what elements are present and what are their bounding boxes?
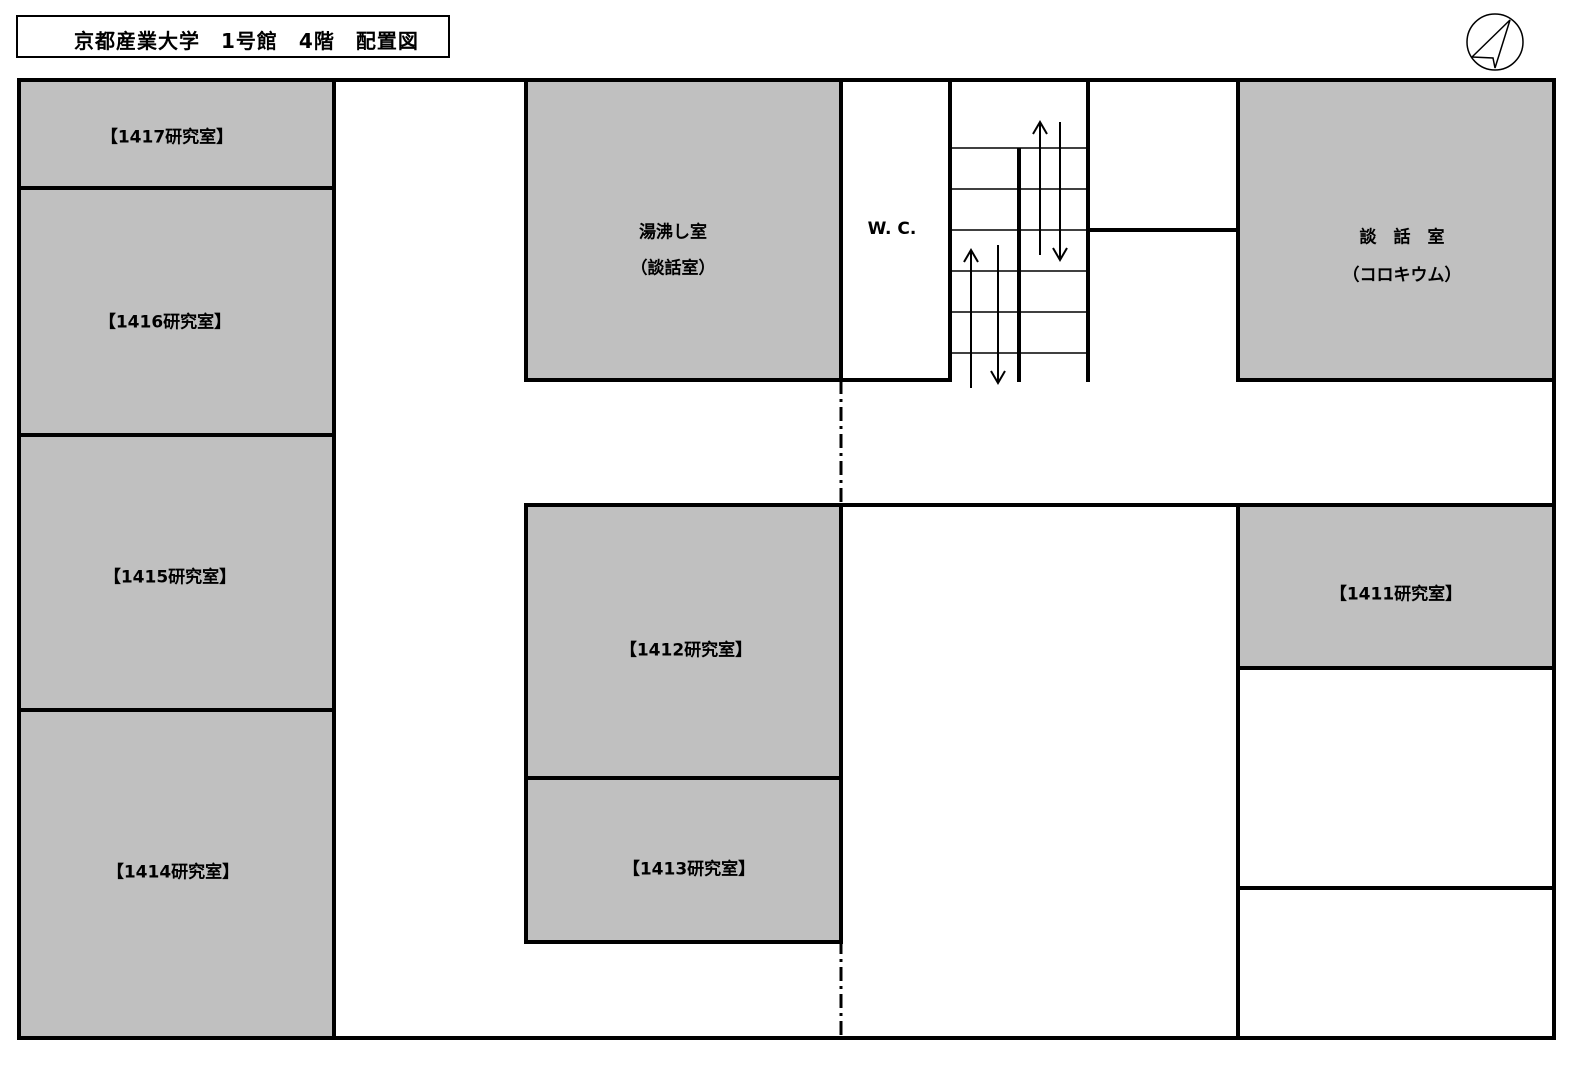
room-1412: [524, 503, 843, 780]
room-yuwakashi: [524, 78, 843, 382]
label-danwa: 談 話 室: [1359, 227, 1445, 248]
title-box: 京都産業大学 1号館 4階 配置図: [16, 15, 450, 58]
room-1411: [1236, 503, 1556, 670]
page-title: 京都産業大学 1号館 4階 配置図: [74, 29, 419, 53]
room-1414: [17, 708, 336, 1040]
label-room-1416: 【1416研究室】: [98, 312, 232, 333]
label-room-1412: 【1412研究室】: [619, 640, 753, 661]
room-1416: [17, 186, 336, 437]
label-yuwakashi-sub: （談話室）: [630, 258, 716, 279]
label-room-1413: 【1413研究室】: [622, 859, 756, 880]
label-room-1411: 【1411研究室】: [1329, 584, 1463, 605]
room-unlabeled-1: [1236, 666, 1556, 890]
room-1415: [17, 433, 336, 712]
label-room-1415: 【1415研究室】: [103, 567, 237, 588]
label-room-1417: 【1417研究室】: [100, 127, 234, 148]
north-arrow-icon: [1466, 13, 1524, 71]
label-danwa-sub: （コロキウム）: [1342, 265, 1462, 286]
label-wc: W. C.: [867, 219, 917, 239]
stair-arrows: [963, 120, 1068, 388]
room-wc: [839, 78, 952, 382]
stairwell: [952, 80, 1238, 382]
room-unlabeled-2: [1236, 886, 1556, 1040]
room-1413: [524, 776, 843, 944]
room-1417: [17, 78, 336, 190]
label-yuwakashi: 湯沸し室: [639, 222, 707, 243]
label-room-1414: 【1414研究室】: [106, 862, 240, 883]
